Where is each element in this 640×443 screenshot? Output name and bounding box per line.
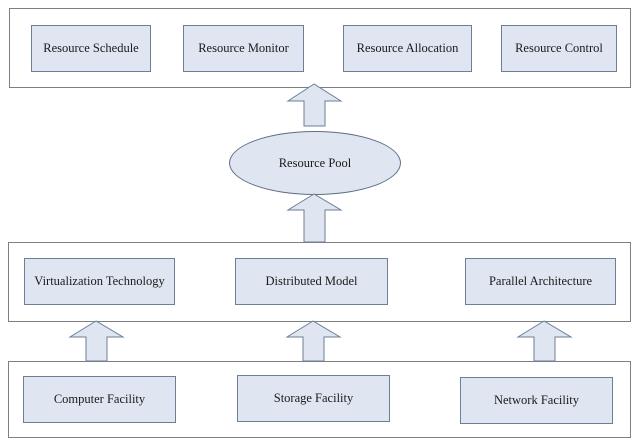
- computer-facility-label: Computer Facility: [53, 391, 146, 406]
- up-arrow-network-to-middle: [516, 320, 573, 362]
- resource-control-label: Resource Control: [515, 40, 603, 55]
- resource-schedule-label: Resource Schedule: [43, 40, 139, 55]
- resource-monitor-label: Resource Monitor: [198, 40, 289, 55]
- up-arrow-middle-to-pool: [286, 193, 343, 243]
- distributed-model-box: Distributed Model: [235, 258, 388, 305]
- resource-monitor-box: Resource Monitor: [183, 25, 304, 72]
- resource-allocation-box: Resource Allocation: [343, 25, 472, 72]
- resource-allocation-label: Resource Allocation: [356, 40, 459, 55]
- parallel-architecture-label: Parallel Architecture: [488, 273, 593, 288]
- virtualization-technology-label: Virtualization Technology: [34, 273, 165, 288]
- resource-control-box: Resource Control: [501, 25, 617, 72]
- computer-facility-box: Computer Facility: [23, 376, 176, 423]
- up-arrow-pool-to-top: [286, 83, 343, 127]
- resource-schedule-box: Resource Schedule: [31, 25, 151, 72]
- distributed-model-label: Distributed Model: [265, 273, 358, 288]
- network-facility-label: Network Facility: [493, 392, 580, 407]
- up-arrow-storage-to-middle: [285, 320, 342, 362]
- resource-pool-ellipse: Resource Pool: [229, 131, 401, 195]
- network-facility-box: Network Facility: [460, 377, 613, 424]
- parallel-architecture-box: Parallel Architecture: [465, 258, 616, 305]
- up-arrow-computer-to-middle: [68, 320, 125, 362]
- resource-pool-label: Resource Pool: [278, 155, 352, 170]
- storage-facility-label: Storage Facility: [273, 390, 354, 405]
- storage-facility-box: Storage Facility: [237, 375, 390, 422]
- virtualization-technology-box: Virtualization Technology: [24, 258, 175, 305]
